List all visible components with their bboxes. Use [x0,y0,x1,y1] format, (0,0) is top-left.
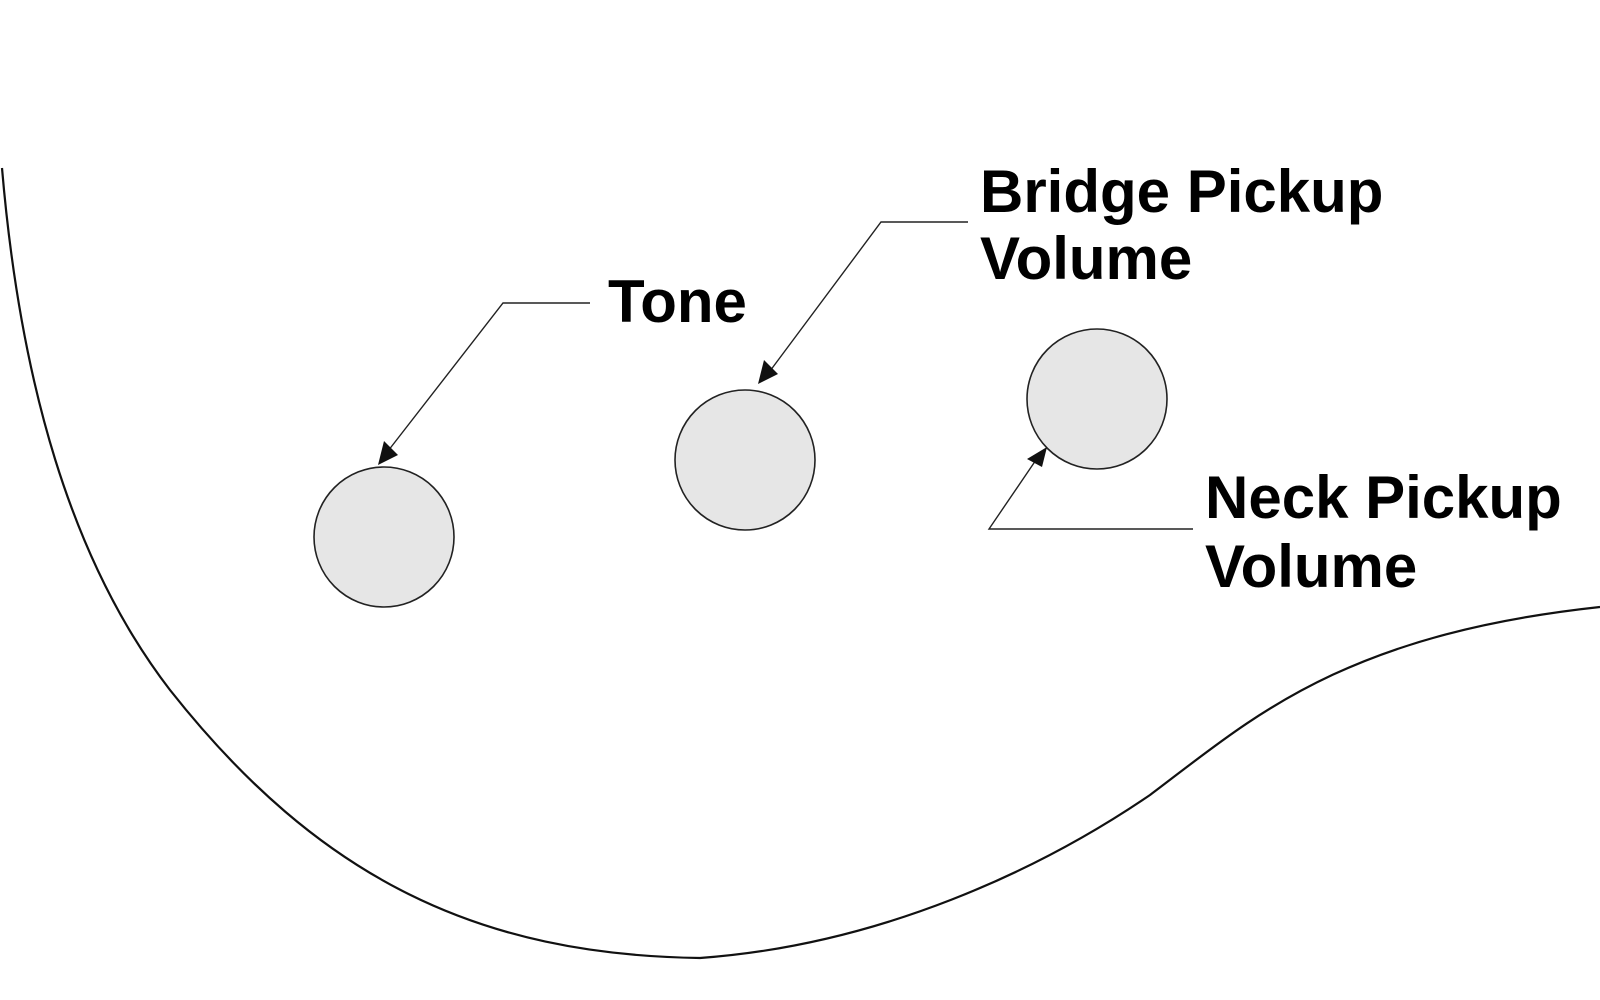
bridge-pickup-volume-knob [674,389,816,531]
neck-pickup-label-line1: Neck Pickup [1205,464,1562,531]
tone-arrowhead [378,441,398,465]
tone-leader-line [387,302,590,452]
guitar-body-outline [0,167,1600,960]
bridge-pickup-label-line2: Volume [980,225,1192,292]
neck-pickup-volume-knob [1026,328,1168,470]
neck-pickup-label-line2: Volume [1205,533,1417,600]
neck-leader-line [987,456,1193,530]
bridge-pickup-label-line1: Bridge Pickup [980,158,1383,225]
bridge-leader-line [769,221,968,372]
bridge-arrowhead [758,360,778,384]
tone-knob [313,466,455,608]
neck-arrowhead [1027,447,1047,467]
tone-label: Tone [608,268,747,335]
